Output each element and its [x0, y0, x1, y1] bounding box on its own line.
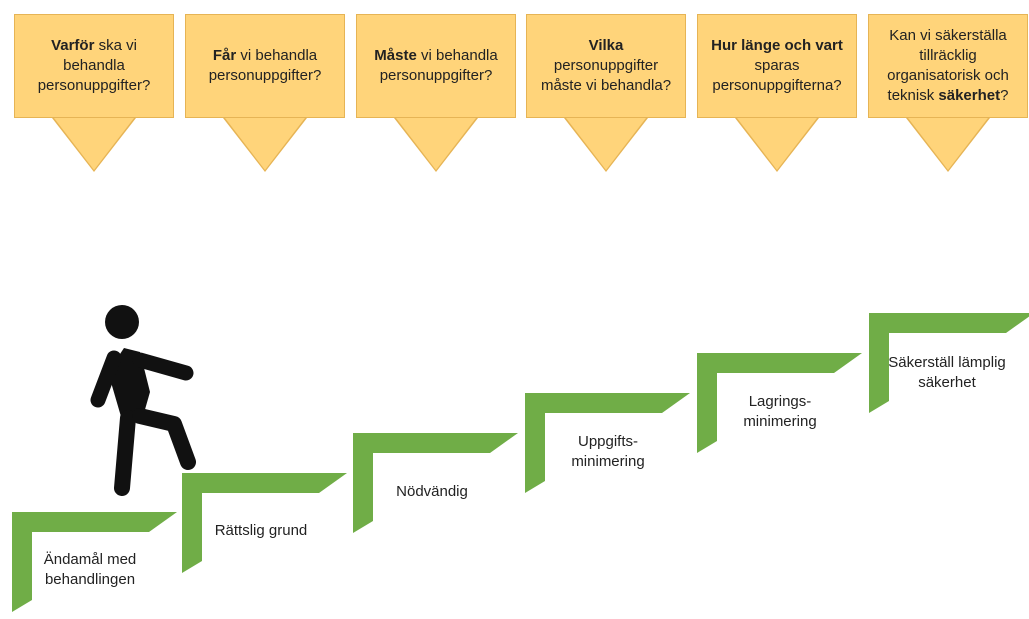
- staircase-step: [525, 393, 690, 493]
- callout-arrow-down: [225, 118, 305, 170]
- staircase-step: [182, 473, 347, 573]
- step-label-line1: Nödvändig: [396, 483, 468, 500]
- callout-bold: säkerhet: [938, 87, 1001, 104]
- callout-text: Hur länge och vart sparas personuppgifte…: [711, 37, 843, 94]
- callout-box: Hur länge och vart sparas personuppgifte…: [697, 14, 857, 118]
- callout-text: Måste vi behandla personuppgifter?: [374, 47, 498, 84]
- callout-arrow-down: [908, 118, 988, 170]
- step-label: Uppgifts-minimering: [533, 432, 683, 472]
- callout-bold: Måste: [374, 47, 417, 64]
- step-label: Nödvändig: [357, 482, 507, 502]
- question-callout: Får vi behandla personuppgifter?: [185, 14, 345, 174]
- callout-text: Kan vi säkerställa tillräcklig organisat…: [887, 27, 1009, 104]
- callout-arrow-down: [566, 118, 646, 170]
- step-label: Ändamål med behandlingen: [15, 550, 165, 590]
- callout-text: Vilka personuppgifter måste vi behandla?: [540, 37, 672, 94]
- step-label-line2: minimering: [743, 413, 817, 430]
- question-callout: Varför ska vi behandla personuppgifter?: [14, 14, 174, 174]
- step-label: Lagrings-minimering: [705, 392, 855, 432]
- step-label: Säkerställ lämplig säkerhet: [872, 353, 1022, 393]
- step-label-line1: Säkerställ lämplig: [888, 354, 1006, 371]
- question-callout: Kan vi säkerställa tillräcklig organisat…: [868, 14, 1028, 174]
- step-label: Rättslig grund: [186, 521, 336, 541]
- step-label-line2: säkerhet: [918, 374, 976, 391]
- walking-person-icon: [90, 305, 196, 496]
- callout-box: Vilka personuppgifter måste vi behandla?: [526, 14, 686, 118]
- question-callout: Hur länge och vart sparas personuppgifte…: [697, 14, 857, 174]
- question-callout: Måste vi behandla personuppgifter?: [356, 14, 516, 174]
- callout-box: Varför ska vi behandla personuppgifter?: [14, 14, 174, 118]
- staircase-step: [353, 433, 518, 533]
- callout-text: Varför ska vi behandla personuppgifter?: [37, 37, 151, 94]
- callout-text: Får vi behandla personuppgifter?: [208, 47, 322, 84]
- staircase-step: [869, 313, 1029, 413]
- step-label-line2: minimering: [571, 453, 645, 470]
- callout-box: Kan vi säkerställa tillräcklig organisat…: [868, 14, 1028, 118]
- callout-bold: Varför: [51, 37, 95, 54]
- callout-arrow-down: [737, 118, 817, 170]
- callout-arrow-down: [396, 118, 476, 170]
- callout-arrow-down: [54, 118, 134, 170]
- step-label-line1: Lagrings-: [748, 393, 812, 410]
- callout-bold: Hur länge och vart: [711, 37, 843, 54]
- step-label-line1: Uppgifts-: [577, 433, 639, 450]
- callout-box: Får vi behandla personuppgifter?: [185, 14, 345, 118]
- step-label-line1: Ändamål med: [43, 551, 137, 568]
- step-label-line1: Rättslig grund: [214, 522, 308, 539]
- step-label-line2: behandlingen: [44, 571, 136, 588]
- question-callout: Vilka personuppgifter måste vi behandla?: [526, 14, 686, 174]
- staircase-step: [12, 512, 177, 612]
- staircase-step: [697, 353, 862, 453]
- callout-box: Måste vi behandla personuppgifter?: [356, 14, 516, 118]
- callout-bold: Får: [212, 47, 237, 64]
- callout-bold: Vilka: [588, 37, 624, 54]
